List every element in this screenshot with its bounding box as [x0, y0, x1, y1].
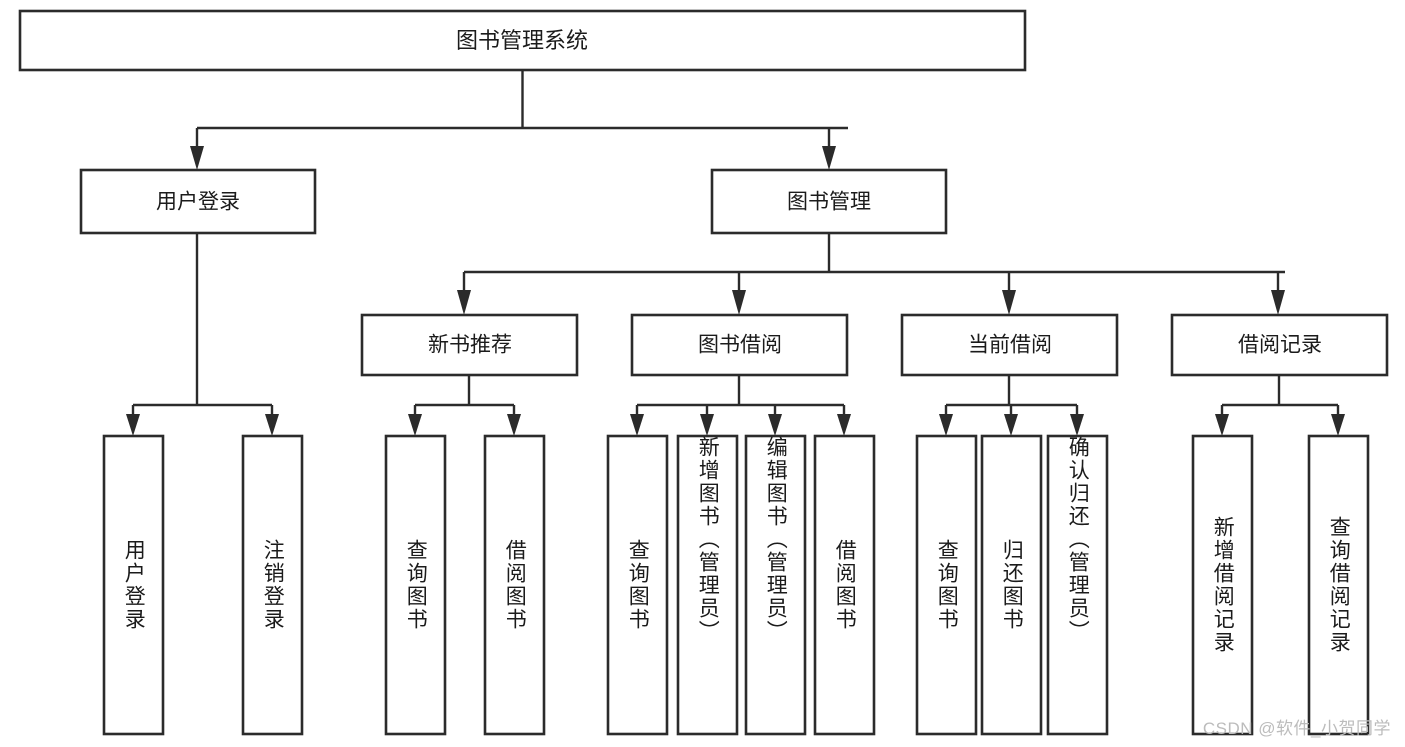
node-new-book-recommend-box — [360, 313, 579, 377]
node-new-book-recommend[interactable]: 新书推荐 — [360, 313, 579, 377]
connector-group-new-book — [408, 375, 521, 436]
arrow-head-user-login — [190, 146, 204, 170]
connector-group-book-borrow — [630, 375, 851, 436]
leaf-box-borrow-record-2 — [1307, 434, 1370, 736]
arrow-head-bb-leaf-3 — [768, 414, 782, 436]
arrow-head-br-leaf-2 — [1331, 414, 1345, 436]
leaf-node-current-borrow-2[interactable] — [980, 434, 1043, 736]
node-book-manage[interactable]: 图书管理 — [710, 168, 948, 235]
csdn-watermark: CSDN @软件_小贺同学 — [1202, 719, 1391, 738]
arrow-head-book-borrow — [732, 290, 746, 315]
arrow-head-bb-leaf-1 — [630, 414, 644, 436]
node-book-manage-label: 图书管理 — [787, 191, 871, 214]
arrow-head-borrow-record — [1271, 290, 1285, 315]
node-new-book-recommend-label: 新书推荐 — [428, 334, 512, 357]
leaf-box-current-borrow-1 — [915, 434, 978, 736]
arrow-head-nb-leaf-2 — [507, 414, 521, 436]
leaf-node-book-borrow-3[interactable] — [744, 434, 807, 736]
node-user-login-label: 用户登录 — [156, 191, 240, 214]
node-book-borrow-label: 图书借阅 — [698, 334, 782, 357]
node-current-borrow-label: 当前借阅 — [968, 334, 1052, 357]
leaf-node-book-borrow-1[interactable] — [606, 434, 669, 736]
node-root-system-label: 图书管理系统 — [456, 28, 588, 53]
node-user-login[interactable]: 用户登录 — [79, 168, 317, 235]
arrow-head-bb-leaf-2 — [700, 414, 714, 436]
node-book-borrow[interactable]: 图书借阅 — [630, 313, 849, 377]
leaf-box-book-borrow-2 — [676, 434, 739, 736]
arrow-head-ul-leaf-1 — [126, 414, 140, 436]
leaf-box-current-borrow-3 — [1046, 434, 1109, 736]
arrow-head-book-manage — [822, 146, 836, 170]
node-borrow-record[interactable]: 借阅记录 — [1170, 313, 1389, 377]
leaf-node-book-borrow-2[interactable] — [676, 434, 739, 736]
arrow-head-cb-leaf-3 — [1070, 414, 1084, 436]
node-borrow-record-label: 借阅记录 — [1238, 334, 1322, 357]
leaf-node-borrow-record-1[interactable] — [1191, 434, 1254, 736]
leaf-box-borrow-record-1 — [1191, 434, 1254, 736]
arrow-head-nb-leaf-1 — [408, 414, 422, 436]
connector-group-borrow-record — [1215, 375, 1345, 436]
arrow-head-new-book — [457, 290, 471, 315]
connector-group-root — [190, 70, 848, 170]
node-current-borrow[interactable]: 当前借阅 — [900, 313, 1119, 377]
connector-group-user-login — [126, 233, 279, 436]
arrow-head-cb-leaf-2 — [1004, 414, 1018, 436]
arrow-head-br-leaf-1 — [1215, 414, 1229, 436]
node-book-borrow-box — [630, 313, 849, 377]
leaf-node-new-book-1[interactable] — [384, 434, 447, 736]
leaf-box-user-login-1 — [102, 434, 165, 736]
leaf-box-current-borrow-2 — [980, 434, 1043, 736]
leaf-node-new-book-2[interactable] — [483, 434, 546, 736]
node-book-manage-box — [710, 168, 948, 235]
node-borrow-record-box — [1170, 313, 1389, 377]
leaf-node-borrow-record-2[interactable] — [1307, 434, 1370, 736]
leaf-node-book-borrow-4[interactable] — [813, 434, 876, 736]
leaf-node-user-login-2[interactable] — [241, 434, 304, 736]
arrow-head-current-borrow — [1002, 290, 1016, 315]
node-root-system-box — [18, 9, 1027, 72]
leaf-box-book-borrow-4 — [813, 434, 876, 736]
leaf-node-user-login-1[interactable] — [102, 434, 165, 736]
leaf-box-book-borrow-3 — [744, 434, 807, 736]
connector-group-current-borrow — [939, 375, 1084, 436]
arrow-head-bb-leaf-4 — [837, 414, 851, 436]
leaf-box-new-book-2 — [483, 434, 546, 736]
node-user-login-box — [79, 168, 317, 235]
leaf-box-new-book-1 — [384, 434, 447, 736]
leaf-box-book-borrow-1 — [606, 434, 669, 736]
arrow-head-cb-leaf-1 — [939, 414, 953, 436]
leaf-node-current-borrow-1[interactable] — [915, 434, 978, 736]
connector-group-book-manage — [457, 233, 1285, 315]
arrow-head-ul-leaf-2 — [265, 414, 279, 436]
leaf-node-current-borrow-3[interactable] — [1046, 434, 1109, 736]
leaf-box-user-login-2 — [241, 434, 304, 736]
node-root-system[interactable]: 图书管理系统 — [18, 9, 1027, 72]
node-current-borrow-box — [900, 313, 1119, 377]
